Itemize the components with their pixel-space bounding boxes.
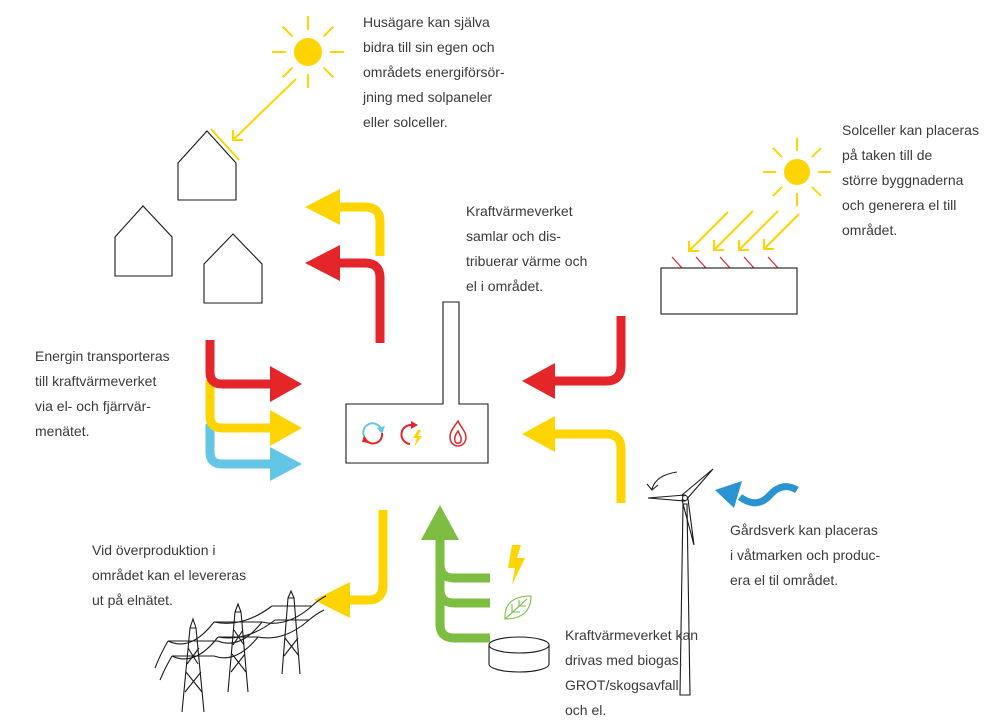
large-building-icon: [660, 267, 798, 315]
text-line: på taken till de: [842, 147, 933, 163]
house-icon: [177, 130, 237, 201]
text-line: området.: [842, 222, 898, 238]
district-heating-input-arrow: [205, 340, 302, 402]
text-line: via el- och fjärrvär-: [35, 398, 151, 414]
flame-icon: [449, 419, 467, 447]
text-line: ut på elnätet.: [92, 592, 173, 608]
text-line: till kraftvärmeverket: [35, 373, 157, 389]
homeowners-solar-text: Husägare kan själva bidra till sin egen …: [363, 10, 505, 135]
text-line: drivas med biogas,: [565, 652, 683, 668]
grid-export-arrow: [314, 510, 388, 618]
leaf-icon: [504, 595, 532, 620]
rotation-arrow-icon: [646, 471, 678, 491]
heat-input-arrow: [522, 316, 626, 399]
chp-plant-text: Kraftvärmeverket samlar och dis- tribuer…: [466, 199, 587, 299]
text-line: Energin transporteras: [35, 348, 170, 364]
text-line: samlar och dis-: [466, 228, 561, 244]
chp-plant-building: [345, 301, 489, 464]
house-icon: [203, 233, 263, 304]
power-cycle-icon: [400, 421, 422, 447]
text-line: el i området.: [466, 278, 544, 294]
text-line: området kan el levereras: [92, 567, 247, 583]
sunlight-arrows: [688, 210, 800, 252]
wind-turbine-icon: [647, 468, 714, 696]
biogas-tank-icon: [488, 636, 550, 673]
sun-icon: [272, 16, 344, 88]
power-pylons-icon: [154, 589, 327, 713]
text-line: Kraftvärmeverket: [466, 203, 573, 219]
text-line: och el.: [565, 702, 607, 718]
roof-solar-panel: [210, 128, 240, 161]
fuels-text: Kraftvärmeverket kan drivas med biogas, …: [565, 623, 698, 723]
text-line: bidra till sin egen och: [363, 39, 495, 55]
text-line: Husägare kan själva: [363, 14, 490, 30]
overproduction-text: Vid överproduktion i området kan el leve…: [92, 538, 246, 613]
sunlight-arrow: [232, 78, 297, 141]
district-cooling-input-arrow: [205, 424, 302, 481]
text-line: era el til området.: [730, 572, 839, 588]
heat-exchange-icon: [362, 422, 385, 445]
text-line: Kraftvärmeverket kan: [565, 627, 699, 643]
grid-electricity-input-arrow: [205, 380, 302, 446]
text-line: menätet.: [35, 423, 90, 439]
text-line: jning med solpaneler: [363, 89, 493, 105]
electricity-output-arrow: [305, 189, 385, 256]
text-line: eller solceller.: [363, 114, 448, 130]
farm-turbines-text: Gårdsverk kan placeras i våtmarken och p…: [730, 518, 880, 593]
text-line: och generera el till: [842, 197, 957, 213]
roof-solar-cells: [671, 256, 779, 269]
heat-output-arrow: [305, 245, 385, 343]
solar-roofs-text: Solceller kan placeras på taken till de …: [842, 118, 979, 243]
text-line: Vid överproduktion i: [92, 542, 216, 558]
text-line: Gårdsverk kan placeras: [730, 522, 878, 538]
lightning-icon: [508, 545, 525, 585]
energy-transport-text: Energin transporteras till kraftvärmever…: [35, 344, 170, 444]
wind-electricity-input-arrow: [522, 416, 626, 503]
text-line: GROT/skogsavfall: [565, 677, 679, 693]
text-line: områdets energiförsör-: [363, 64, 505, 80]
house-icon: [114, 205, 173, 277]
text-line: tribuerar värme och: [466, 253, 588, 269]
wind-arrow: [715, 481, 799, 508]
sun-icon: [763, 138, 831, 206]
text-line: Solceller kan placeras: [842, 122, 979, 138]
text-line: större byggnaderna: [842, 172, 964, 188]
text-line: i våtmarken och produc-: [730, 547, 881, 563]
fuel-input-arrow: [421, 505, 490, 643]
